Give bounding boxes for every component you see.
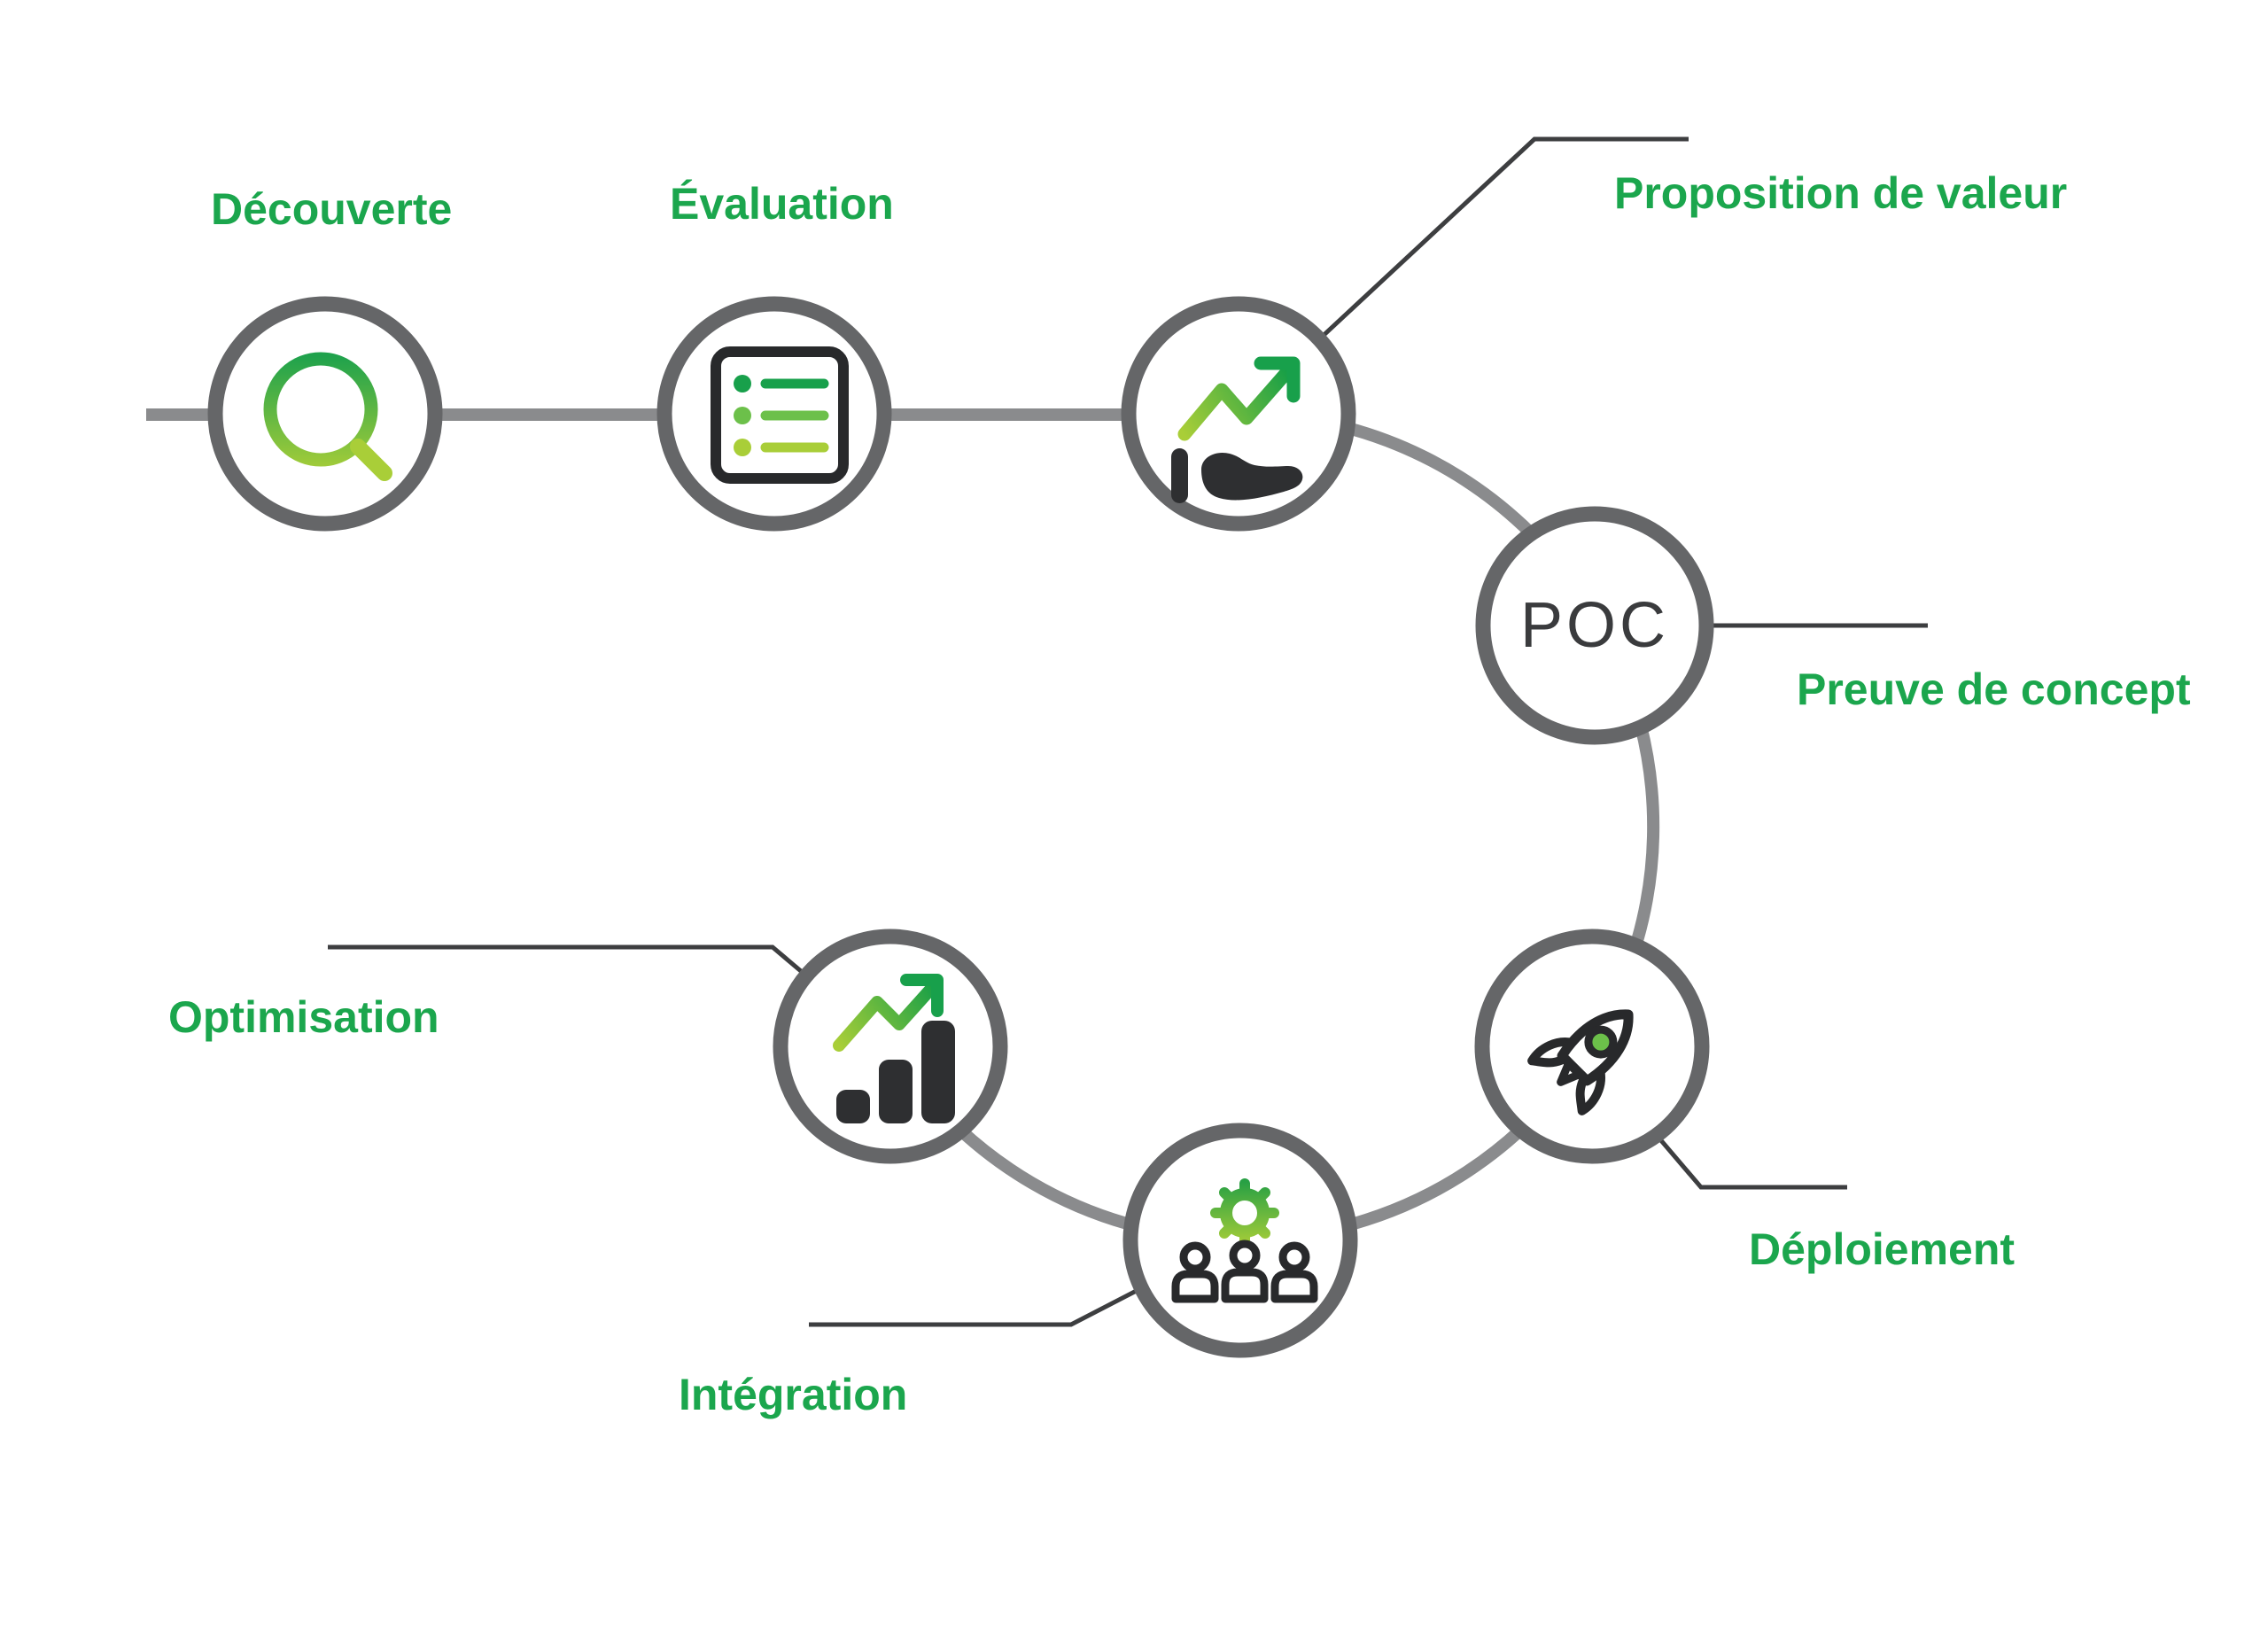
checklist-icon	[711, 346, 849, 484]
label-optimization: Optimisation	[168, 992, 439, 1042]
label-integration: Intégration	[679, 1370, 908, 1419]
label-poc: Preuve de concept	[1797, 664, 2191, 714]
bars	[836, 1021, 955, 1123]
poc-node-text: POC	[1519, 590, 1670, 661]
opt-zigzag	[833, 983, 936, 1052]
magnifier-handle	[350, 439, 392, 481]
label-value-proposition: Proposition de valeur	[1614, 168, 2068, 218]
bar-small	[836, 1090, 870, 1123]
growth-zigzag	[1177, 368, 1292, 441]
bar-chart-arrow-icon	[833, 974, 955, 1123]
hand-growth-arrow-icon	[1171, 356, 1303, 503]
growth-arrowhead	[1254, 356, 1301, 403]
stage-nodes	[207, 296, 1714, 1358]
magnifier-icon	[263, 352, 392, 481]
rocket-window	[1584, 1025, 1618, 1059]
discovery-node	[207, 296, 443, 532]
checklist-row-3	[734, 439, 829, 456]
hand-thumb	[1171, 448, 1188, 503]
team-people	[1171, 1240, 1318, 1303]
opt-arrowhead	[900, 974, 944, 1017]
bar-medium	[879, 1060, 913, 1123]
hand-palm	[1201, 452, 1303, 501]
callout-lines	[328, 136, 1928, 1327]
rocket-icon	[1527, 1009, 1634, 1115]
team-gear-icon	[1171, 1178, 1318, 1303]
callout-optimization	[328, 944, 826, 992]
person-left	[1171, 1241, 1219, 1303]
callout-integration	[809, 1280, 1153, 1327]
label-deployment: Déploiement	[1749, 1224, 2016, 1274]
checklist-row-2	[734, 407, 829, 424]
callout-deployment	[1648, 1125, 1847, 1190]
checklist-row-1	[734, 375, 829, 392]
person-middle	[1221, 1240, 1269, 1303]
callout-value-proposition	[1305, 136, 1689, 353]
magnifier-lens	[263, 352, 378, 467]
poc-node	[1475, 506, 1714, 745]
gear-icon	[1210, 1178, 1279, 1247]
bar-tall	[921, 1021, 955, 1123]
label-discovery: Découverte	[211, 184, 453, 234]
person-right	[1270, 1241, 1318, 1303]
label-evaluation: Évaluation	[670, 179, 894, 229]
